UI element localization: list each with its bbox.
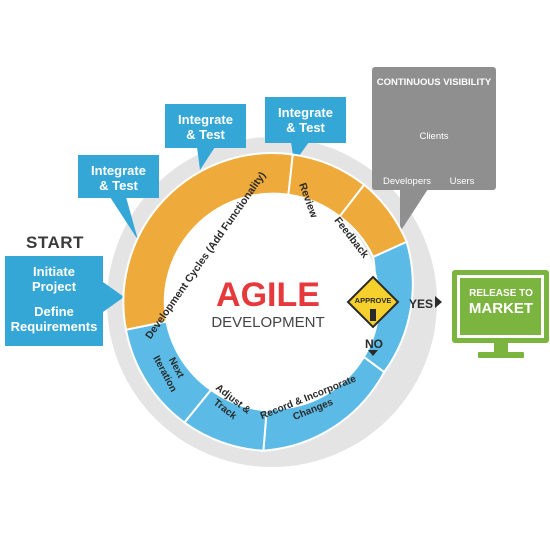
no-arrow-icon [368,350,378,356]
start-label: START [26,233,84,252]
clients-label: Clients [419,131,449,142]
integrate-test-bubble-3: Integrate & Test [265,97,346,143]
initiate-gap [5,294,103,304]
center-subtitle: DEVELOPMENT [211,314,324,331]
integrate-test-1-line1: Integrate [91,163,146,178]
initiate-line1: Initiate [33,264,75,279]
developers-label: Developers [382,176,432,187]
center-circle [164,194,380,410]
bubble-tail-2 [197,147,215,170]
integrate-test-3-line1: Integrate [278,105,333,120]
initiate-line3: Define [34,304,74,319]
initiate-project-box: Initiate Project Define Requirements [5,256,103,346]
integrate-test-bubble-2: Integrate & Test [165,104,246,148]
yes-label: YES [409,297,434,311]
release-line2: MARKET [468,300,534,317]
approve-sign-bar [370,309,376,321]
monitor-screen-inner [460,278,541,335]
no-label: NO [365,337,383,351]
bubble-tail-1 [110,197,138,240]
users-label: Users [449,176,475,187]
release-to-market-label: RELEASE TO MARKET [456,288,546,317]
center-title: AGILE [216,276,320,314]
monitor-base [478,352,524,358]
initiate-tail [103,282,124,312]
integrate-test-2-line2: & Test [186,127,225,142]
approve-label: APPROVE [355,296,392,305]
integrate-test-2-line1: Integrate [178,112,233,127]
release-line1: RELEASE TO [469,288,533,299]
initiate-line4: Requirements [10,319,98,334]
integrate-test-1-line2: & Test [99,178,138,193]
integrate-test-bubble-1: Integrate & Test [78,155,159,198]
initiate-line2: Project [31,279,77,294]
integrate-test-3-line2: & Test [286,120,325,135]
continuous-visibility-panel: CONTINUOUS VISIBILITY Clients Developers… [372,67,496,190]
approve-sign-icon [346,275,400,329]
visibility-title: CONTINUOUS VISIBILITY [376,77,492,88]
monitor-neck [494,343,508,353]
yes-arrow-icon [435,296,442,308]
visibility-tail [400,189,428,232]
